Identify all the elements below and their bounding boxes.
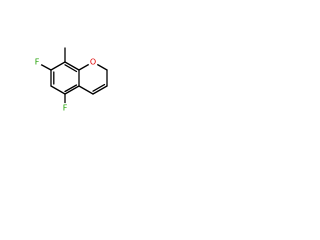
bond-c5-c4a bbox=[50, 61, 66, 71]
atom-label-oxygen: O bbox=[90, 58, 96, 67]
bond-c7-c6 bbox=[50, 85, 66, 95]
bond-c4a-c8a-inner bbox=[64, 64, 78, 73]
atom-label-layer: O F F bbox=[32, 57, 98, 113]
bond-c3-c4 bbox=[92, 85, 108, 95]
bond-layer bbox=[39, 47, 108, 106]
bond-c8-c7-inner bbox=[64, 84, 78, 93]
bond-c4-c4a bbox=[78, 85, 94, 95]
bond-c5-f bbox=[39, 63, 52, 71]
atom-label-fluorine-5: F bbox=[63, 104, 68, 113]
bond-c3-c4-inner bbox=[92, 83, 106, 92]
atom-label-fluorine-6: F bbox=[35, 58, 40, 67]
bond-c8-c7 bbox=[64, 85, 80, 95]
bond-c4a-c8a bbox=[64, 61, 80, 71]
chromene-structure-diagram: O F F bbox=[32, 47, 108, 113]
